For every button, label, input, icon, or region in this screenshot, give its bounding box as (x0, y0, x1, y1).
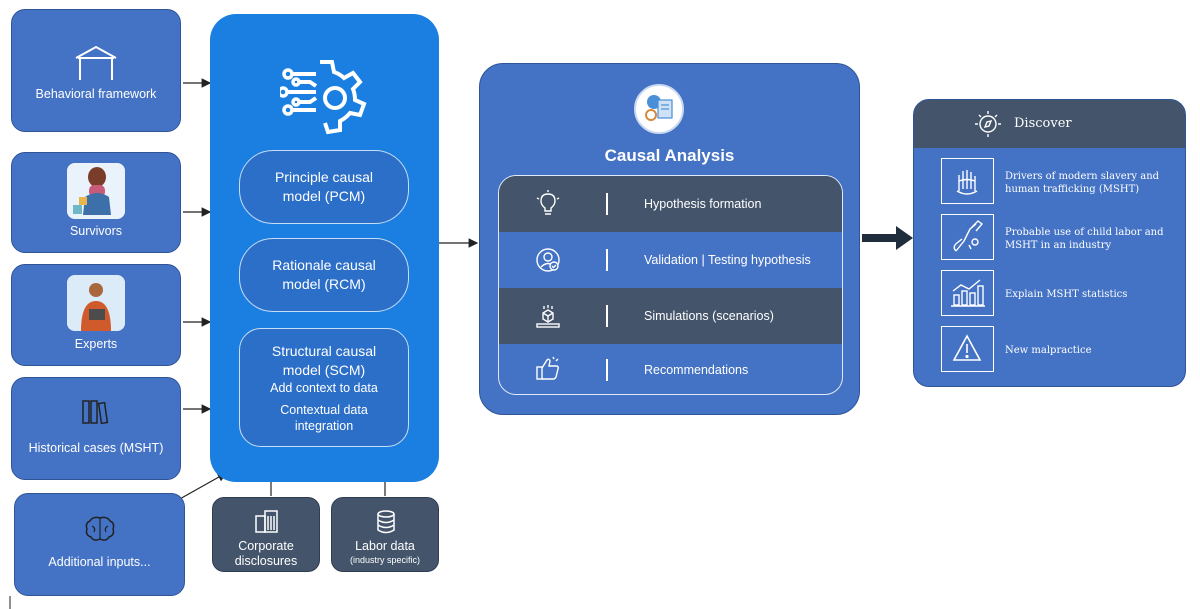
step-label: Simulations (scenarios) (644, 309, 774, 323)
scm-pill: Structural causal model (SCM) Add contex… (239, 328, 409, 447)
analysis-badge-icon (634, 84, 684, 134)
scm-detail-2: Contextual data (280, 402, 368, 417)
discover-line: New malpractice (1005, 345, 1092, 356)
discover-item: Explain MSHT statistics (1005, 288, 1165, 301)
discover-line: Probable use of child labor and (1005, 227, 1164, 238)
discover-item: New malpractice (1005, 344, 1165, 357)
causal-models-panel: Principle causal model (PCM) Rationale c… (210, 14, 439, 482)
step-row: Hypothesis formation (499, 176, 842, 232)
step-row: Simulations (scenarios) (499, 288, 842, 344)
source-labor-data: Labor data (industry specific) (331, 497, 439, 572)
input-label: Historical cases (MSHT) (28, 441, 164, 455)
rcm-pill: Rationale causal model (RCM) (239, 238, 409, 312)
rcm-line-2: model (RCM) (282, 276, 366, 292)
separator (606, 305, 608, 327)
lightbulb-icon (536, 190, 560, 215)
input-historical-cases: Historical cases (MSHT) (11, 377, 181, 480)
arrow-analysis-to-discover (862, 226, 913, 250)
input-behavioral-framework: Behavioral framework (11, 9, 181, 132)
survivor-photo (67, 163, 125, 219)
causal-analysis-panel: Causal Analysis Hypothesis formation (479, 63, 860, 415)
scm-detail-3: integration (294, 418, 354, 433)
input-experts: Experts (11, 264, 181, 366)
analysis-steps-list: Hypothesis formation Validation | Testin… (498, 175, 843, 395)
bar-chart-icon (941, 270, 994, 316)
scm-detail-1: Add context to data (270, 380, 378, 395)
input-label: Experts (74, 337, 118, 351)
discover-line: Explain MSHT statistics (1005, 289, 1128, 300)
pcm-pill: Principle causal model (PCM) (239, 150, 409, 224)
discover-line: Drivers of modern slavery and (1005, 171, 1160, 182)
input-label: Behavioral framework (35, 87, 157, 101)
discover-line: human trafficking (MSHT) (1005, 184, 1140, 195)
causal-analysis-title: Causal Analysis (604, 146, 735, 165)
brain-icon (85, 516, 114, 541)
user-check-icon (536, 248, 560, 272)
discover-line: MSHT in an industry (1005, 240, 1112, 251)
separator (606, 359, 608, 381)
input-label: Survivors (69, 224, 123, 238)
separator (606, 249, 608, 271)
books-icon (82, 400, 109, 425)
framework-gate-icon (75, 45, 117, 80)
discover-header: Discover (914, 100, 1185, 148)
step-label: Hypothesis formation (644, 197, 762, 211)
expert-photo (67, 275, 125, 331)
thumbs-up-icon (536, 356, 560, 380)
step-row: Recommendations (499, 344, 842, 394)
simulation-icon (536, 305, 560, 328)
step-label: Recommendations (644, 363, 749, 377)
labor-label: Labor data (355, 539, 415, 553)
scm-line-1: Structural causal (271, 342, 377, 359)
separator (606, 193, 608, 215)
pcm-line-1: Principle causal (274, 169, 374, 185)
corporate-line-2: disclosures (234, 554, 298, 568)
hands-icon (941, 158, 994, 204)
pcm-line-2: model (PCM) (282, 188, 366, 204)
input-survivors: Survivors (11, 152, 181, 253)
buildings-icon (255, 510, 278, 533)
warning-icon (941, 326, 994, 372)
input-additional: Additional inputs... (14, 493, 185, 596)
ai-gear-icon (280, 60, 367, 135)
scm-line-2: model (SCM) (282, 361, 366, 378)
arrow-additional (177, 472, 228, 501)
source-corporate-disclosures: Corporate disclosures (212, 497, 320, 572)
rcm-line-1: Rationale causal (272, 257, 376, 273)
database-icon (377, 510, 395, 534)
labor-sublabel: (industry specific) (349, 555, 421, 565)
compass-icon (975, 111, 1001, 137)
input-label: Additional inputs... (48, 555, 151, 569)
step-label: Validation | Testing hypothesis (644, 253, 811, 267)
discover-item: Probable use of child labor and MSHT in … (1005, 226, 1165, 252)
discover-title: Discover (1014, 116, 1072, 131)
corporate-line-1: Corporate (238, 539, 294, 553)
child-hand-icon (941, 214, 994, 260)
discover-item: Drivers of modern slavery and human traf… (1005, 170, 1165, 196)
discover-panel: Discover Drivers of modern slavery and h… (913, 99, 1186, 387)
step-row: Validation | Testing hypothesis (499, 232, 842, 288)
